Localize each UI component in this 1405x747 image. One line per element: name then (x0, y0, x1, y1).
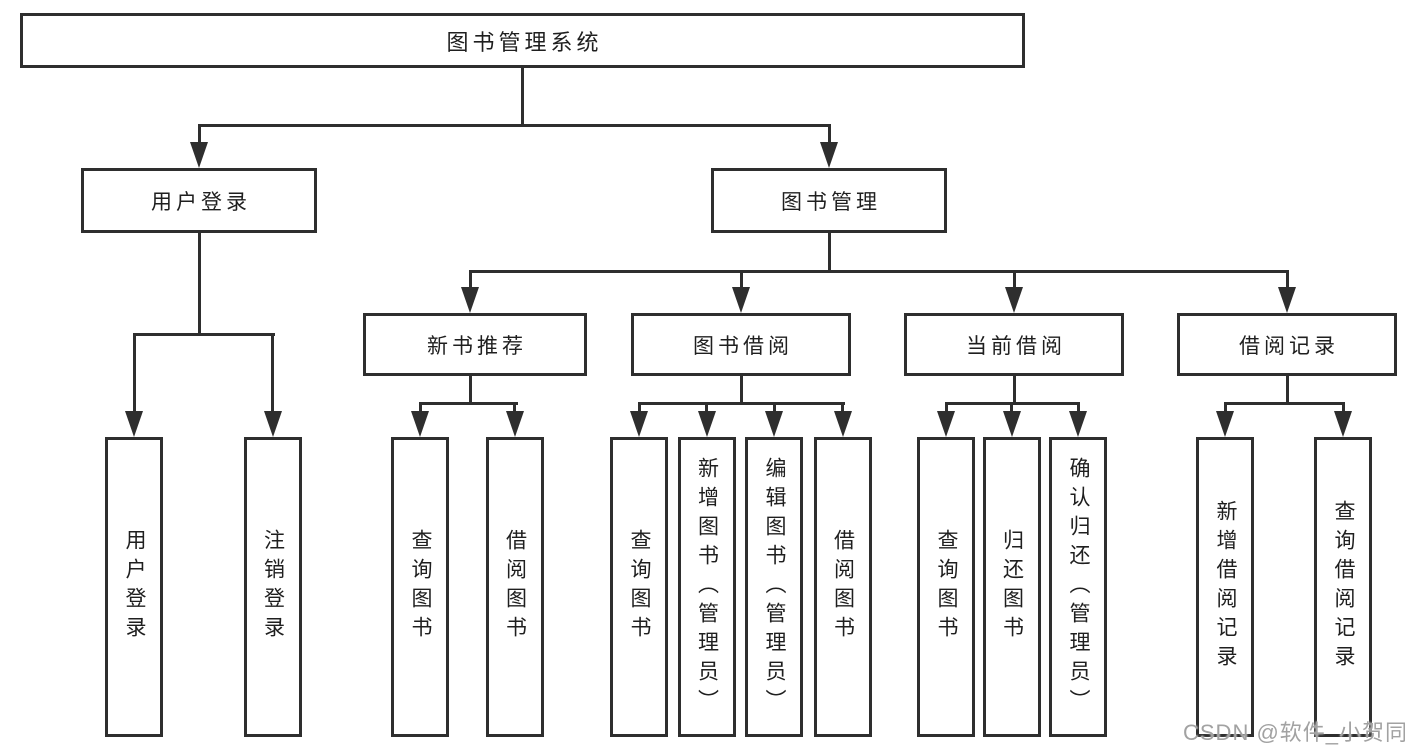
node-book-borrow: 图书借阅 (631, 313, 851, 376)
arrow-down-icon (505, 411, 524, 437)
connector-line (827, 233, 831, 273)
connector-line (468, 270, 1289, 273)
leaf-add-borrow-record: 新增借阅记录 (1196, 437, 1254, 737)
connector-line (418, 402, 422, 413)
leaf-query-books-recommend: 查询图书 (391, 437, 449, 737)
connector-line (1341, 402, 1345, 413)
connector-line (1012, 270, 1016, 289)
arrow-down-icon (1278, 287, 1296, 313)
leaf-edit-books-admin: 编辑图书（管理员） (745, 437, 803, 737)
connector-line (197, 233, 201, 336)
arrow-down-icon (820, 142, 838, 168)
connector-line (132, 333, 136, 413)
node-user-login: 用户登录 (81, 168, 317, 233)
leaf-borrow-books-recommend: 借阅图书 (485, 437, 544, 737)
connector-line (1285, 376, 1289, 405)
connector-line (418, 402, 518, 405)
connector-line (1010, 402, 1013, 413)
connector-line (739, 270, 743, 289)
connector-line (772, 402, 776, 413)
arrow-down-icon (630, 411, 648, 437)
connector-line (468, 376, 472, 405)
arrow-down-icon (263, 411, 282, 437)
connector-line (1076, 402, 1080, 413)
leaf-query-books-borrow: 查询图书 (610, 437, 668, 737)
connector-line (132, 333, 275, 336)
leaf-query-books-current: 查询图书 (917, 437, 975, 737)
connector-line (944, 402, 948, 413)
leaf-add-books-admin: 新增图书（管理员） (677, 437, 736, 737)
leaf-user-login: 用户登录 (105, 437, 163, 737)
arrow-down-icon (1216, 411, 1234, 437)
arrow-down-icon (833, 411, 852, 437)
connector-line (1285, 270, 1289, 289)
connector-line (197, 124, 201, 144)
connector-line (841, 402, 844, 413)
node-new-book-recommend: 新书推荐 (363, 313, 587, 376)
arrow-down-icon (732, 287, 750, 313)
leaf-borrow-books: 借阅图书 (813, 437, 872, 737)
csdn-watermark: CSDN @软件_小贺同学 (1183, 720, 1405, 745)
node-book-management: 图书管理 (711, 168, 947, 233)
connector-line (520, 68, 524, 125)
leaf-confirm-return-admin: 确认归还（管理员） (1049, 437, 1107, 737)
connector-line (827, 124, 831, 144)
arrow-down-icon (1334, 411, 1352, 437)
node-borrow-records: 借阅记录 (1177, 313, 1397, 376)
connector-line (637, 402, 641, 413)
connector-line (705, 402, 708, 413)
connector-line (197, 124, 831, 127)
arrow-down-icon (765, 411, 783, 437)
leaf-return-books: 归还图书 (982, 437, 1041, 737)
arrow-down-icon (1005, 287, 1023, 313)
arrow-down-icon (461, 287, 479, 313)
connector-line (1223, 402, 1227, 413)
leaf-logout: 注销登录 (243, 437, 302, 737)
connector-line (739, 376, 743, 405)
arrow-down-icon (1002, 411, 1021, 437)
node-root: 图书管理系统 (20, 13, 1025, 68)
connector-line (468, 270, 472, 289)
arrow-down-icon (411, 411, 429, 437)
leaf-query-borrow-record: 查询借阅记录 (1314, 437, 1372, 737)
connector-line (1223, 402, 1345, 405)
arrow-down-icon (190, 142, 208, 168)
connector-line (1012, 376, 1016, 405)
connector-line (271, 333, 274, 413)
arrow-down-icon (697, 411, 716, 437)
arrow-down-icon (125, 411, 143, 437)
arrow-down-icon (937, 411, 955, 437)
connector-line (637, 402, 845, 405)
connector-line (513, 402, 516, 413)
arrow-down-icon (1069, 411, 1087, 437)
node-current-borrow: 当前借阅 (904, 313, 1124, 376)
